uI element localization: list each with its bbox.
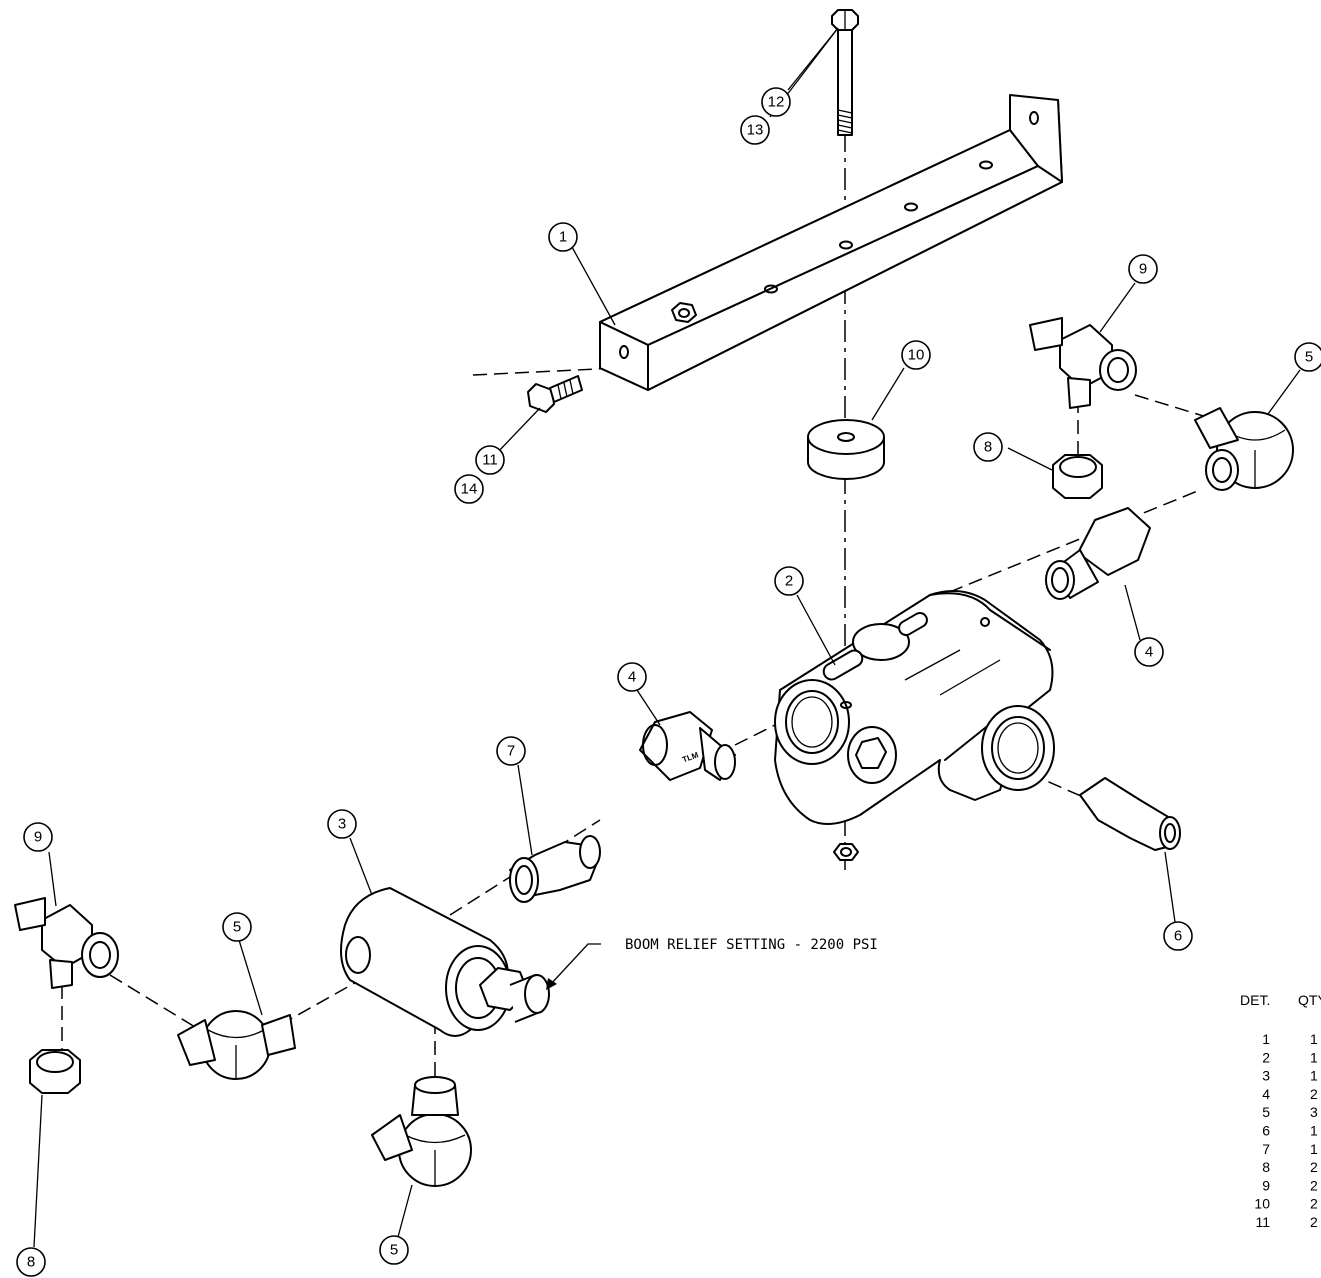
table-cell-qty: 2: [1310, 1177, 1318, 1193]
svg-text:4: 4: [1145, 644, 1153, 661]
svg-text:4: 4: [628, 669, 636, 686]
note-leader: [546, 943, 601, 990]
callout-8-right: 8: [973, 432, 1003, 462]
boom-relief-note: BOOM RELIEF SETTING - 2200 PSI: [625, 937, 878, 953]
hex-bolt: [831, 9, 859, 136]
table-cell-qty: 2: [1310, 1086, 1318, 1102]
hex-nut-left: [29, 1049, 81, 1094]
lower-nut: [833, 843, 859, 861]
bracket-nut: [671, 302, 697, 323]
table-header-qty: QTY: [1298, 992, 1321, 1008]
table-cell-det: 6: [1262, 1123, 1270, 1139]
svg-text:5: 5: [1305, 349, 1313, 366]
tee-fitting-right: [1029, 317, 1137, 409]
callout-4-left: 4: [617, 662, 647, 692]
cap-screw: [527, 375, 583, 413]
callout-5-right: 5: [1294, 342, 1321, 372]
svg-text:8: 8: [984, 439, 992, 456]
table-cell-det: 9: [1262, 1177, 1270, 1193]
callout-6: 6: [1163, 921, 1193, 951]
callout-2: 2: [774, 566, 804, 596]
table-cell-det: 8: [1262, 1159, 1270, 1175]
table-cell-det: 5: [1262, 1104, 1270, 1120]
callout-3: 3: [327, 809, 357, 839]
callout-12: 12: [761, 87, 791, 117]
union-fitting-right: [1045, 507, 1151, 600]
callout-1: 1: [548, 222, 578, 252]
union-fitting-left: [639, 711, 736, 781]
callout-13: 13: [740, 115, 770, 145]
svg-text:7: 7: [507, 743, 515, 760]
svg-text:10: 10: [908, 347, 925, 364]
rubber-spacer: [807, 419, 885, 480]
svg-text:6: 6: [1174, 928, 1182, 945]
table-cell-qty: 1: [1310, 1031, 1318, 1047]
svg-text:3: 3: [338, 816, 346, 833]
svg-text:9: 9: [34, 829, 42, 846]
table-cell-qty: 1: [1310, 1123, 1318, 1139]
relief-valve: [340, 887, 550, 1037]
bracket-angle: [599, 94, 1063, 391]
table-cell-qty: 2: [1310, 1159, 1318, 1175]
callout-10: 10: [901, 340, 931, 370]
table-cell-qty: 1: [1310, 1068, 1318, 1084]
svg-text:1: 1: [559, 229, 567, 246]
callout-5-bottom: 5: [379, 1235, 409, 1265]
callout-5-left: 5: [222, 912, 252, 942]
svg-text:11: 11: [482, 452, 498, 469]
table-cell-qty: 2: [1310, 1196, 1318, 1212]
table-cell-qty: 1: [1310, 1141, 1318, 1157]
svg-text:14: 14: [461, 481, 478, 498]
table-cell-qty: 3: [1310, 1104, 1318, 1120]
callout-11: 11: [475, 445, 505, 475]
callout-8-left: 8: [16, 1247, 46, 1277]
table-cell-det: 4: [1262, 1086, 1270, 1102]
table-cell-det: 7: [1262, 1141, 1270, 1157]
table-cell-det: 2: [1262, 1049, 1270, 1065]
callout-7: 7: [496, 736, 526, 766]
hex-nut-right: [1052, 454, 1103, 499]
svg-text:12: 12: [768, 94, 785, 111]
elbow-fitting-right: [1194, 407, 1294, 491]
elbow-fitting-bottom: [371, 1076, 472, 1187]
table-cell-qty: 2: [1310, 1214, 1318, 1230]
table-cell-det: 3: [1262, 1068, 1270, 1084]
straight-fitting: [1079, 777, 1181, 851]
tee-fitting-left: [14, 897, 119, 989]
svg-text:9: 9: [1139, 261, 1147, 278]
table-header-det: DET.: [1240, 992, 1270, 1008]
svg-text:13: 13: [747, 122, 764, 139]
callout-4-right: 4: [1134, 637, 1164, 667]
table-cell-det: 1: [1262, 1031, 1270, 1047]
valve-body: [774, 590, 1055, 825]
callout-14: 14: [454, 474, 484, 504]
svg-text:2: 2: [785, 573, 793, 590]
elbow-fitting-left: [177, 1010, 296, 1080]
callout-9-right: 9: [1128, 254, 1158, 284]
callout-9-left: 9: [23, 822, 53, 852]
table-cell-qty: 1: [1310, 1049, 1318, 1065]
table-cell-det: 11: [1255, 1214, 1270, 1230]
leader-lines: [33, 27, 1301, 1248]
svg-text:5: 5: [390, 1242, 398, 1259]
adapter-fitting: [509, 835, 601, 903]
svg-text:8: 8: [27, 1254, 35, 1271]
svg-text:5: 5: [233, 919, 241, 936]
table-cell-det: 10: [1254, 1196, 1270, 1212]
